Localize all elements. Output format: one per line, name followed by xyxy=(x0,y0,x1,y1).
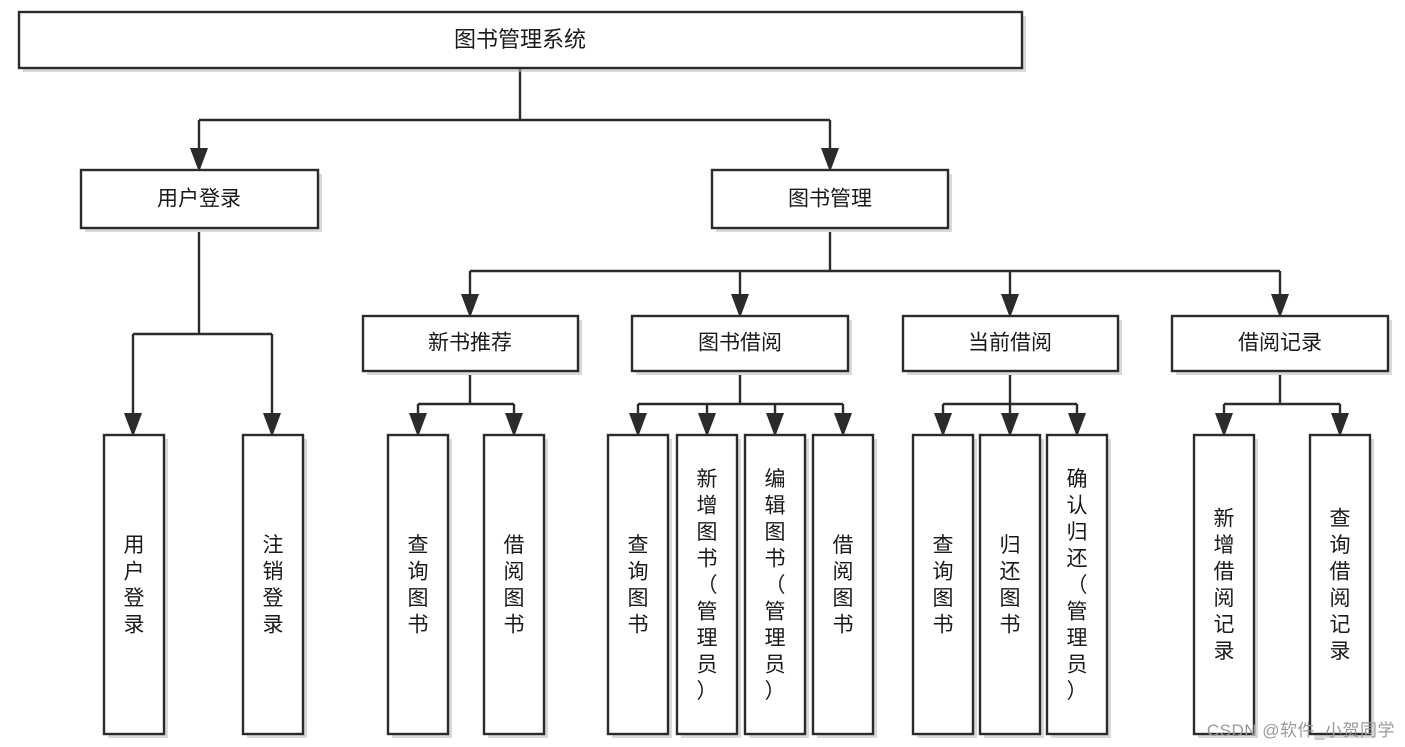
book-manage-box[interactable] xyxy=(710,168,950,230)
user-login-label: 用户登录 xyxy=(157,188,241,211)
node-book-borrow[interactable]: 图书借阅 xyxy=(630,314,852,375)
arrow-head-leaf-return-book xyxy=(1001,413,1019,437)
leaf-add-book-label: 新增图书（管理员） xyxy=(697,468,718,703)
leaf-query-record-label: 查询借阅记录 xyxy=(1330,508,1351,664)
root-box[interactable] xyxy=(17,10,1024,70)
leaf-query-book-1-box[interactable] xyxy=(386,433,450,736)
arrow-head-leaf-confirm-return xyxy=(1068,413,1086,437)
arrow-head-leaf-edit-book xyxy=(766,413,784,437)
arrow-head-leaf-add-record xyxy=(1215,413,1233,437)
arrow-head-newbook xyxy=(461,294,479,318)
arrow-head-borrow xyxy=(731,294,749,318)
leaf-node[interactable]: 借阅图书 xyxy=(811,433,877,738)
leaf-query-book-3-label: 查询图书 xyxy=(933,534,954,637)
leaf-logout-box[interactable] xyxy=(241,433,305,736)
leaf-confirm-return-label: 确认归还（管理员） xyxy=(1067,468,1088,703)
leaf-layer: 用户登录 注销登录 查询图书 借阅图书 查询图书 新增图书（管理员） 编辑图书（管理员） 借阅… xyxy=(102,433,1374,738)
leaf-edit-book-label: 编辑图书（管理员） xyxy=(765,468,786,703)
leaf-node[interactable]: 借阅图书 xyxy=(482,433,548,738)
arrow-head-leaf-borrow-book-1 xyxy=(505,413,523,437)
arrow-head-leaf-query-book-2 xyxy=(629,413,647,437)
leaf-logout-label: 注销登录 xyxy=(263,534,284,637)
arrow-head-leaf-borrow-book-2 xyxy=(834,413,852,437)
node-book-manage[interactable]: 图书管理 xyxy=(710,168,952,232)
node-user-login[interactable]: 用户登录 xyxy=(79,168,322,232)
node-new-book-recommend[interactable]: 新书推荐 xyxy=(361,314,582,375)
leaf-query-record-box[interactable] xyxy=(1308,433,1372,736)
node-current-borrow[interactable]: 当前借阅 xyxy=(901,314,1122,375)
leaf-borrow-book-2-box[interactable] xyxy=(811,433,875,736)
leaf-query-book-1-label: 查询图书 xyxy=(408,534,429,637)
new-book-recommend-label: 新书推荐 xyxy=(428,332,512,355)
arrow-head-leaf-query-book-1 xyxy=(409,413,427,437)
arrow-head-leaf-logout xyxy=(263,413,281,437)
leaf-user-login-box[interactable] xyxy=(102,433,166,736)
leaf-query-book-3-box[interactable] xyxy=(911,433,975,736)
leaf-confirm-return-box[interactable] xyxy=(1045,433,1109,736)
leaf-query-book-2-box[interactable] xyxy=(606,433,670,736)
book-borrow-box[interactable] xyxy=(630,314,850,373)
leaf-node[interactable]: 归还图书 xyxy=(978,433,1044,738)
leaf-node[interactable]: 查询图书 xyxy=(911,433,977,738)
leaf-borrow-book-1-box[interactable] xyxy=(482,433,546,736)
leaf-node[interactable]: 确认归还（管理员） xyxy=(1045,433,1111,738)
leaf-node[interactable]: 注销登录 xyxy=(241,433,307,738)
csdn-watermark: CSDN @软件_小贺同学 xyxy=(1206,721,1395,740)
leaf-edit-book-box[interactable] xyxy=(743,433,807,736)
leaf-node[interactable]: 查询图书 xyxy=(606,433,672,738)
node-root[interactable]: 图书管理系统 xyxy=(17,10,1026,72)
root-label: 图书管理系统 xyxy=(454,27,586,52)
arrow-head-current xyxy=(1001,294,1019,318)
arrow-head-leaf-query-record xyxy=(1331,413,1349,437)
node-borrow-record[interactable]: 借阅记录 xyxy=(1170,314,1392,375)
new-book-recommend-box[interactable] xyxy=(361,314,580,373)
arrow-head-record xyxy=(1271,294,1289,318)
leaf-add-record-box[interactable] xyxy=(1192,433,1256,736)
borrow-record-label: 借阅记录 xyxy=(1238,332,1322,355)
arrow-head-leaf-query-book-3 xyxy=(934,413,952,437)
leaf-node[interactable]: 新增借阅记录 xyxy=(1192,433,1258,738)
current-borrow-label: 当前借阅 xyxy=(968,332,1052,355)
connector-layer xyxy=(124,68,1349,437)
user-login-box[interactable] xyxy=(79,168,320,230)
borrow-record-box[interactable] xyxy=(1170,314,1390,373)
arrow-head-leaf-user-login xyxy=(124,413,142,437)
leaf-node[interactable]: 查询借阅记录 xyxy=(1308,433,1374,738)
leaf-node[interactable]: 新增图书（管理员） xyxy=(675,433,741,738)
arrow-head-book-manage xyxy=(821,148,839,172)
leaf-borrow-book-2-label: 借阅图书 xyxy=(833,534,854,637)
leaf-node[interactable]: 用户登录 xyxy=(102,433,168,738)
leaf-add-book-box[interactable] xyxy=(675,433,739,736)
leaf-user-login-label: 用户登录 xyxy=(124,534,145,637)
leaf-return-book-label: 归还图书 xyxy=(1000,534,1021,637)
arrow-head-leaf-add-book xyxy=(698,413,716,437)
leaf-return-book-box[interactable] xyxy=(978,433,1042,736)
leaf-add-record-label: 新增借阅记录 xyxy=(1214,508,1235,664)
leaf-query-book-2-label: 查询图书 xyxy=(628,534,649,637)
leaf-node[interactable]: 查询图书 xyxy=(386,433,452,738)
book-manage-label: 图书管理 xyxy=(788,188,872,211)
arrow-head-user-login xyxy=(190,148,208,172)
book-borrow-label: 图书借阅 xyxy=(698,332,782,355)
leaf-borrow-book-1-label: 借阅图书 xyxy=(504,534,525,637)
current-borrow-box[interactable] xyxy=(901,314,1120,373)
leaf-node[interactable]: 编辑图书（管理员） xyxy=(743,433,809,738)
